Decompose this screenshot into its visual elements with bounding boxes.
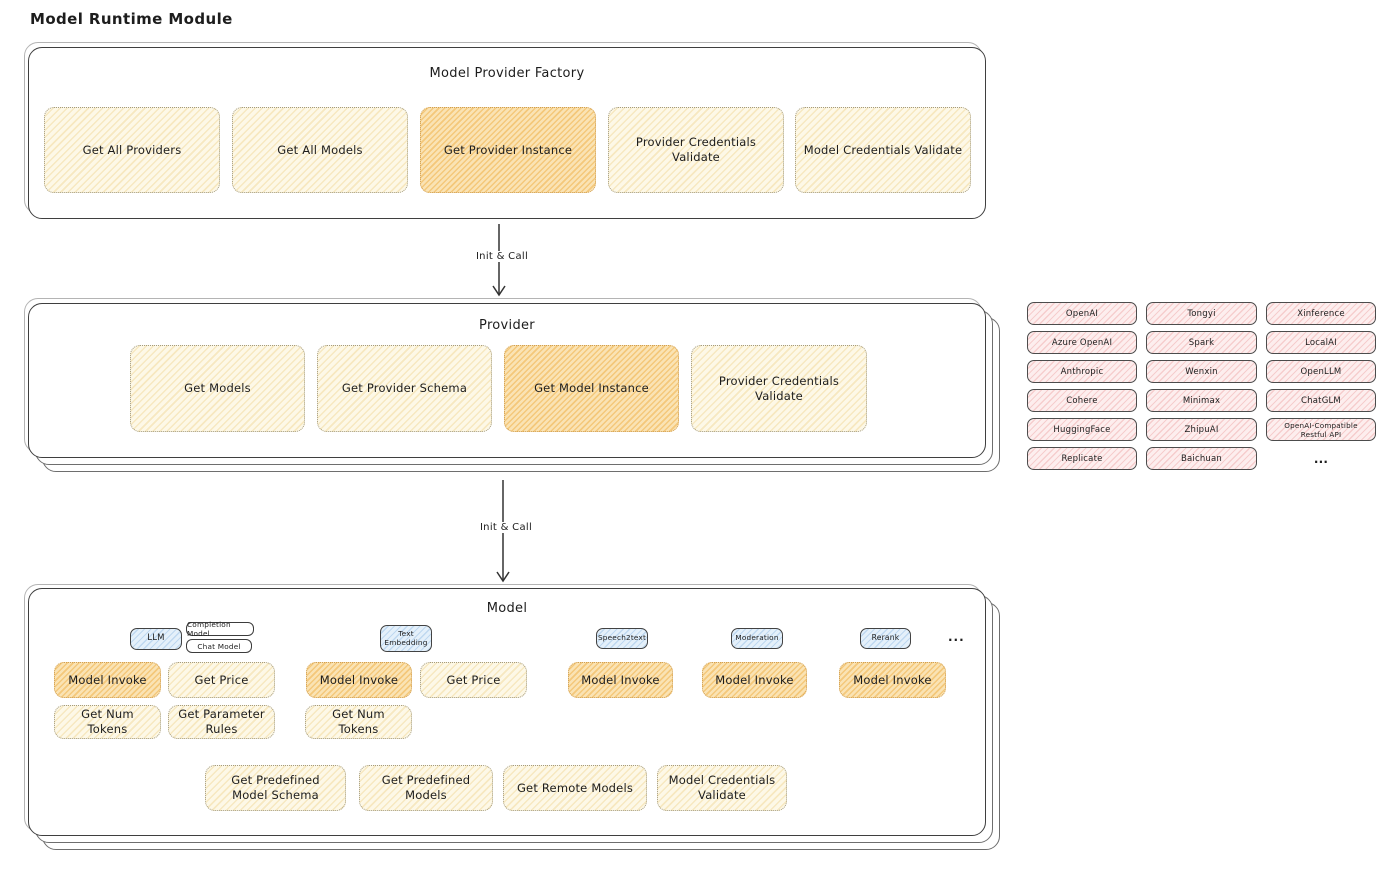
provider-pill-zhipuai: ZhipuAI — [1146, 418, 1257, 441]
providers-grid: OpenAI Tongyi Xinference Azure OpenAI Sp… — [1027, 302, 1376, 470]
provider-pill-cohere: Cohere — [1027, 389, 1137, 412]
fn-llm-get-parameter-rules: Get Parameter Rules — [168, 705, 275, 739]
provider-pill-tongyi: Tongyi — [1146, 302, 1257, 325]
fn-get-predefined-model-schema: Get Predefined Model Schema — [205, 765, 346, 811]
fn-rerank-model-invoke: Model Invoke — [839, 662, 946, 698]
tag-speech2text: Speech2text — [596, 628, 648, 649]
tag-rerank: Rerank — [860, 628, 911, 649]
provider-pill-xinference: Xinference — [1266, 302, 1376, 325]
model-tags-ellipsis: ... — [948, 630, 965, 644]
arrow1-label: Init & Call — [459, 251, 545, 262]
tag-completion-model: Completion Model — [186, 620, 254, 638]
fn-embedding-get-num-tokens: Get Num Tokens — [305, 705, 412, 739]
fn-get-provider-instance: Get Provider Instance — [420, 107, 596, 193]
fn-provider-credentials-validate-2: Provider Credentials Validate — [691, 345, 867, 432]
tag-llm: LLM — [130, 628, 182, 650]
provider-pill-minimax: Minimax — [1146, 389, 1257, 412]
arrow2-label: Init & Call — [462, 522, 550, 533]
provider-pill-openai: OpenAI — [1027, 302, 1137, 325]
provider-pill-replicate: Replicate — [1027, 447, 1137, 470]
provider-pill-spark: Spark — [1146, 331, 1257, 354]
fn-speech2text-model-invoke: Model Invoke — [568, 662, 673, 698]
provider-pill-localai: LocalAI — [1266, 331, 1376, 354]
fn-moderation-model-invoke: Model Invoke — [702, 662, 807, 698]
fn-get-all-models: Get All Models — [232, 107, 408, 193]
provider-pill-baichuan: Baichuan — [1146, 447, 1257, 470]
fn-model-credentials-validate-2: Model Credentials Validate — [657, 765, 787, 811]
fn-get-models: Get Models — [130, 345, 305, 432]
fn-llm-model-invoke: Model Invoke — [54, 662, 161, 698]
fn-get-predefined-models: Get Predefined Models — [359, 765, 493, 811]
fn-embedding-get-price: Get Price — [420, 662, 527, 698]
provider-title: Provider — [479, 318, 535, 333]
fn-embedding-model-invoke: Model Invoke — [306, 662, 412, 698]
fn-get-all-providers: Get All Providers — [44, 107, 220, 193]
provider-pill-azure-openai: Azure OpenAI — [1027, 331, 1137, 354]
fn-get-remote-models: Get Remote Models — [503, 765, 647, 811]
fn-model-credentials-validate: Model Credentials Validate — [795, 107, 971, 193]
tag-chat-model: Chat Model — [186, 639, 252, 653]
provider-pill-openai-compatible: OpenAI-Compatible Restful API — [1266, 418, 1376, 441]
providers-ellipsis: ... — [1313, 451, 1329, 466]
factory-title: Model Provider Factory — [429, 66, 585, 81]
diagram-title: Model Runtime Module — [30, 10, 233, 28]
fn-llm-get-num-tokens: Get Num Tokens — [54, 705, 161, 739]
fn-llm-get-price: Get Price — [168, 662, 275, 698]
fn-get-model-instance: Get Model Instance — [504, 345, 679, 432]
model-title: Model — [486, 601, 528, 616]
provider-pill-anthropic: Anthropic — [1027, 360, 1137, 383]
fn-provider-credentials-validate: Provider Credentials Validate — [608, 107, 784, 193]
provider-pill-huggingface: HuggingFace — [1027, 418, 1137, 441]
provider-pill-chatglm: ChatGLM — [1266, 389, 1376, 412]
tag-text-embedding: Text Embedding — [380, 625, 432, 652]
tag-moderation: Moderation — [731, 628, 783, 649]
provider-pill-wenxin: Wenxin — [1146, 360, 1257, 383]
fn-get-provider-schema: Get Provider Schema — [317, 345, 492, 432]
provider-pill-openllm: OpenLLM — [1266, 360, 1376, 383]
